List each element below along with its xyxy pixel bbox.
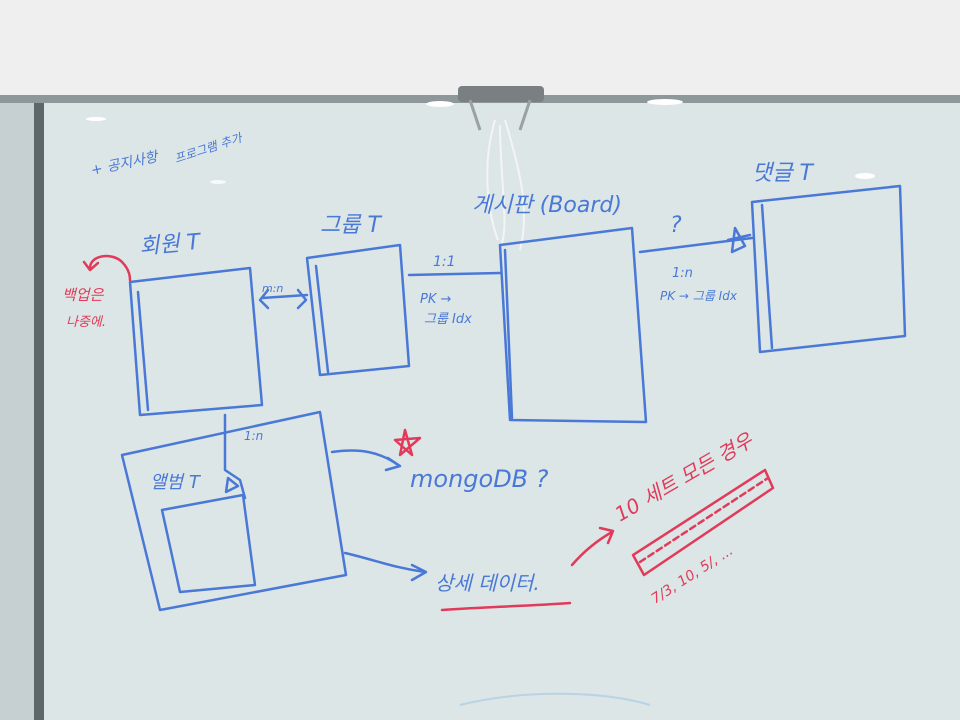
light-reflection	[426, 101, 454, 107]
album-outer-box	[120, 410, 348, 612]
member-album-cardinality: 1:n	[244, 429, 263, 443]
light-reflection	[647, 99, 683, 105]
board-comment-pk: PK → 그룹 Idx	[660, 289, 738, 303]
member-table-box	[128, 266, 264, 417]
arrow-head	[82, 260, 100, 272]
binder-clip	[458, 86, 544, 131]
album-table-label: 앨범 T	[150, 472, 202, 493]
detail-data-label: 상세 데이터.	[435, 571, 540, 595]
faint-smudge	[459, 692, 651, 706]
member-group-cardinality: m:n	[262, 282, 283, 295]
light-reflection	[855, 173, 875, 179]
mongodb-label: mongoDB ?	[410, 465, 549, 493]
board-comment-question: ?	[670, 213, 682, 238]
group-board-pk-line1: PK →	[420, 292, 451, 307]
arrow-head	[410, 563, 428, 582]
star-mark	[393, 428, 422, 457]
group-board-cardinality: 1:1	[433, 254, 456, 270]
set-strip-box	[631, 468, 775, 577]
member-album-connector	[223, 413, 247, 500]
hanging-cable	[486, 119, 525, 251]
comment-table-label: 댓글 T	[752, 161, 814, 186]
backup-note-line1: 백업은	[62, 286, 105, 304]
group-table-inner-line	[314, 264, 330, 374]
arrow-head	[598, 526, 615, 545]
panel-divider	[34, 103, 44, 720]
comment-table-inner-line	[760, 203, 774, 350]
board-table-inner-line	[503, 248, 514, 420]
member-table-inner-line	[136, 290, 150, 412]
member-album-crowfoot	[224, 476, 240, 494]
board-comment-crowfoot	[726, 226, 752, 254]
light-reflection	[86, 117, 106, 121]
left-panel	[0, 103, 40, 720]
group-board-connector	[407, 271, 502, 277]
member-group-connector	[260, 293, 309, 300]
board-comment-cardinality: 1:n	[672, 266, 693, 281]
group-board-pk-line2: 그룹 Idx	[424, 312, 472, 327]
arrow-head	[384, 456, 402, 472]
backup-note-line2: 나중에.	[66, 315, 106, 330]
light-reflection	[210, 180, 226, 184]
member-group-crowfoot	[258, 288, 308, 310]
detail-underline	[440, 601, 572, 612]
frame-top	[0, 0, 960, 98]
member-table-label: 회원 T	[138, 230, 202, 260]
comment-table-box	[750, 184, 907, 354]
backup-curl-arrow	[88, 254, 132, 282]
board-table-label: 게시판 (Board)	[472, 193, 622, 218]
group-table-label: 그룹 T	[320, 213, 382, 238]
album-table-box	[160, 493, 257, 594]
set-strip-inner	[638, 476, 770, 564]
group-table-box	[305, 243, 411, 377]
arrow-to-detail	[343, 551, 427, 574]
board-table-box	[498, 226, 648, 424]
arrow-to-sets	[570, 530, 614, 567]
